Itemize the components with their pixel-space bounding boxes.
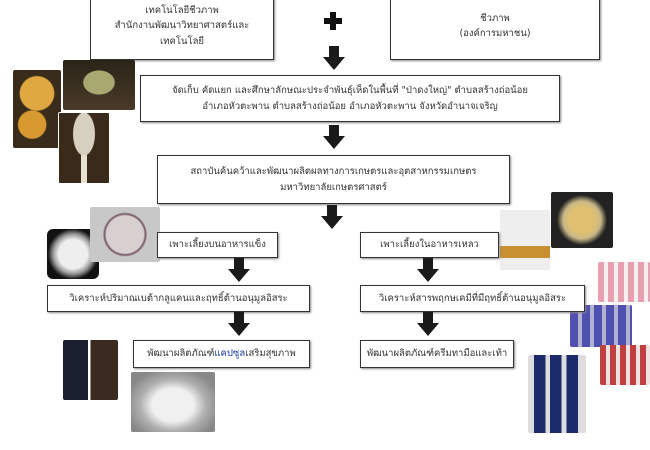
arrow-down-icon	[417, 312, 439, 336]
step-institute-box: สถาบันค้นคว้าและพัฒนาผลิตผลทางการเกษตรแล…	[157, 155, 510, 204]
text-line: มหาวิทยาลัยเกษตรศาสตร์	[280, 181, 387, 193]
product-highlight: แคปซูล	[214, 348, 246, 360]
capsules-photo	[131, 372, 215, 432]
right-product-box: พัฒนาผลิตภัณฑ์ครีมทามือและเท้า	[360, 340, 514, 368]
liquid-culture-photo	[551, 192, 613, 248]
arrow-down-icon	[228, 312, 250, 336]
text-line: พัฒนาผลิตภัณฑ์แคปซูลเสริมสุขภาพ	[147, 346, 296, 361]
arrow-down-icon	[228, 258, 250, 282]
right-analysis-box: วิเคราะห์สารพฤกษเคมีที่มีฤทธิ์ต้านอนุมูล…	[360, 285, 585, 312]
left-culture-box: เพาะเลี้ยงบนอาหารแข็ง	[157, 232, 278, 258]
text-line: เพาะเลี้ยงบนอาหารแข็ง	[169, 239, 266, 251]
mushroom-photo	[13, 70, 61, 148]
plus-icon	[324, 12, 342, 30]
mushroom-photo	[63, 60, 135, 110]
arrow-down-icon	[321, 205, 343, 229]
partner-box-right: ชีวภาพ (องค์การมหาชน)	[390, 0, 600, 60]
red-samples-photo	[600, 345, 650, 385]
text-line: สำนักงานพัฒนาวิทยาศาสตร์และ	[114, 20, 250, 32]
text-line: วิเคราะห์สารพฤกษเคมีที่มีฤทธิ์ต้านอนุมูล…	[378, 292, 567, 304]
arrow-down-icon	[323, 125, 345, 149]
text-line: วิเคราะห์ปริมาณเบต้ากลูแคนและฤทธิ์ต้านอน…	[69, 292, 288, 304]
arrow-down-icon	[417, 258, 439, 282]
cream-tubes-photo	[528, 355, 586, 433]
left-analysis-box: วิเคราะห์ปริมาณเบต้ากลูแคนและฤทธิ์ต้านอน…	[47, 285, 310, 312]
text-line: เทคโนโลยี	[160, 35, 204, 47]
petri-dish-photo	[90, 207, 160, 262]
text-line: อำเภอหัวตะพาน ตำบลสร้างถ่อน้อย อำเภอหัวต…	[202, 100, 498, 112]
text-line: (องค์การมหาชน)	[459, 28, 531, 39]
left-product-box: พัฒนาผลิตภัณฑ์แคปซูลเสริมสุขภาพ	[133, 340, 310, 368]
capsule-bottle-photo	[63, 340, 118, 400]
flask-photo	[500, 210, 550, 270]
right-culture-box: เพาะเลี้ยงในอาหารเหลว	[360, 232, 499, 258]
text-line: พัฒนาผลิตภัณฑ์ครีมทามือและเท้า	[366, 348, 508, 360]
arrow-down-icon	[323, 46, 345, 70]
text-line: สถาบันค้นคว้าและพัฒนาผลิตผลทางการเกษตรแล…	[190, 166, 477, 178]
text-line: เพาะเลี้ยงในอาหารเหลว	[380, 239, 479, 251]
product-prefix: พัฒนาผลิตภัณฑ์	[147, 348, 215, 360]
text-line: ชีวภาพ	[480, 12, 510, 24]
partner-box-left: เทคโนโลยีชีวภาพ สำนักงานพัฒนาวิทยาศาสตร์…	[90, 0, 274, 60]
product-suffix: เสริมสุขภาพ	[245, 348, 296, 360]
text-line: จัดเก็บ คัดแยก และศึกษาลักษณะประจำพันธุ์…	[172, 85, 528, 97]
blue-samples-photo	[570, 305, 632, 347]
mushroom-photo	[58, 112, 110, 184]
test-tubes-photo	[598, 262, 650, 302]
text-line: เทคโนโลยีชีวภาพ	[145, 5, 219, 17]
step-collect-box: จัดเก็บ คัดแยก และศึกษาลักษณะประจำพันธุ์…	[140, 75, 560, 122]
